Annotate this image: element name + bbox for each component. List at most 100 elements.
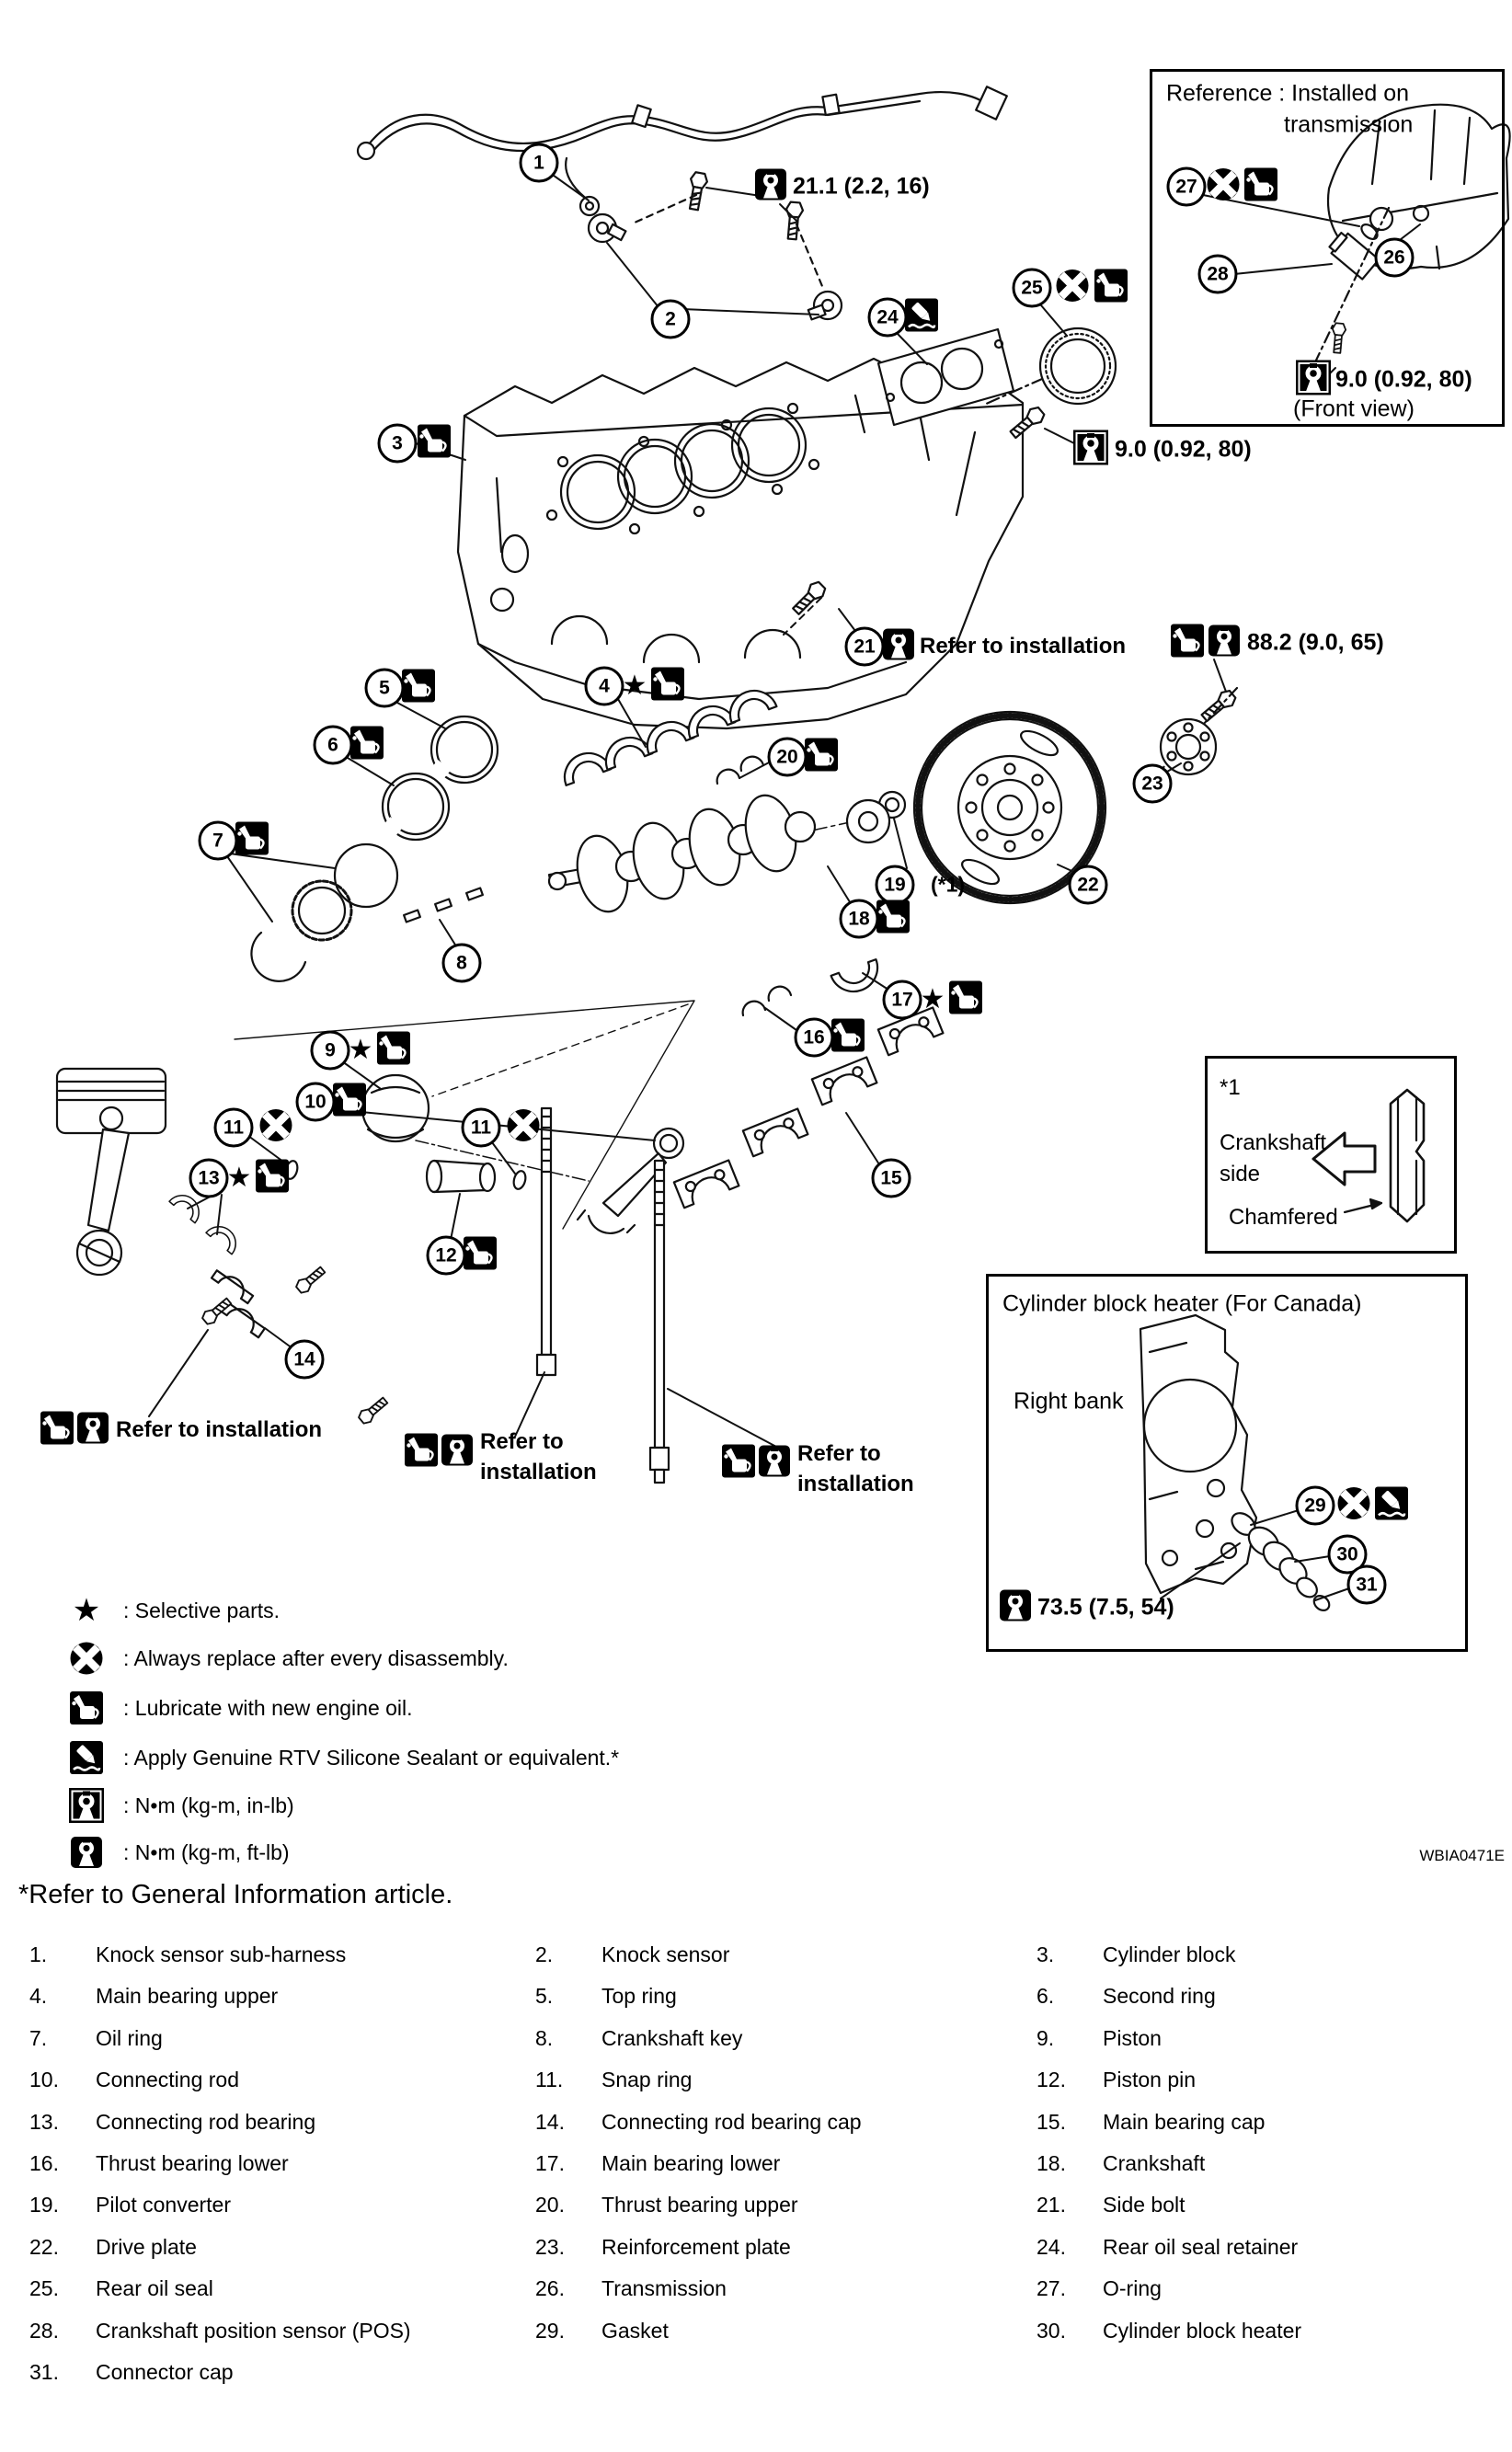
oil-icon [830,1017,866,1057]
wrench-ftlb-icon [755,168,786,205]
part-item: 29.Gasket [535,2319,1037,2360]
part-item: 26.Transmission [535,2276,1037,2318]
part-item: 31.Connector cap [29,2360,535,2401]
oil-icon [803,737,840,776]
part-item: 10.Connecting rod [29,2068,535,2109]
part-number: 25. [29,2276,59,2301]
reference-box-title-line1: Reference : Installed on [1166,80,1410,107]
callout-25: 25 [1012,268,1052,308]
legend-text: : Lubricate with new engine oil. [123,1695,413,1720]
part-number: 21. [1037,2193,1066,2217]
callout-21: 21 [844,626,885,667]
legend-text: : Apply Genuine RTV Silicone Sealant or … [123,1745,620,1770]
part-name: Crankshaft position sensor (POS) [96,2318,411,2343]
part-item: 12. Piston pin [1037,2068,1497,2109]
callout-6: 6 [313,725,353,765]
callout-8: 8 [441,943,482,983]
part-item: 30.Cylinder block heater [1037,2319,1497,2360]
part-number: 18. [1037,2150,1066,2175]
part-name: Piston pin [1103,2068,1197,2092]
part-item: 27.O-ring [1037,2276,1497,2318]
part-number: 1. [29,1942,48,1966]
replace-icon [1336,1486,1371,1526]
callout-26: 26 [1374,237,1415,278]
callout-18: 18 [839,899,879,939]
part-item: 22.Drive plate [29,2235,535,2276]
crankshaft-side-label-line2: side [1220,1162,1261,1186]
refer-label-3-line2: installation [797,1472,914,1496]
callout-4: 4 [584,666,624,706]
refer-label-1: Refer to installation [116,1417,323,1442]
part-name: Drive plate [96,2234,197,2259]
part-number: 14. [535,2109,565,2134]
heater-box-title: Cylinder block heater (For Canada) [1002,1290,1362,1317]
part-item: 19.Pilot converter [29,2193,535,2234]
part-name: Side bolt [1103,2193,1186,2217]
callout-20: 20 [767,737,808,777]
part-item: 3.Cylinder block [1037,1942,1497,1984]
wrench-ftlb-icon [1000,1589,1031,1626]
wrench-inlb-icon [1295,359,1332,400]
replace-icon [1055,269,1090,308]
legend-text: : N•m (kg-m, in-lb) [123,1793,294,1817]
oil-icon [1093,268,1129,307]
part-name: Pilot converter [96,2193,232,2217]
part-item: 1.Knock sensor sub-harness [29,1942,535,1984]
wrench-ftlb-icon [441,1434,473,1471]
part-number: 2. [535,1942,554,1966]
block-heater-box [986,1274,1468,1652]
part-item: 5.Top ring [535,1984,1037,2025]
callout-9: 9 [310,1030,350,1071]
part-item: 18.Crankshaft [1037,2151,1497,2193]
wrench-ftlb-icon [77,1412,109,1449]
part-name: Second ring [1103,1984,1216,2009]
oil-icon [1243,166,1279,206]
callout-13: 13 [189,1158,229,1198]
callout-19: 19 [875,865,915,905]
part-item: 20.Thrust bearing upper [535,2193,1037,2234]
part-name: Top ring [601,1984,677,2009]
legend-selective: ★ : Selective parts. [66,1592,280,1629]
figure-code: WBIA0471E [1419,1847,1505,1864]
heater-torque-label: 73.5 (7.5, 54) [1037,1594,1174,1621]
part-number: 17. [535,2150,565,2175]
oil-icon [39,1410,75,1449]
callout-2: 2 [650,299,691,339]
part-name: Thrust bearing upper [601,2193,798,2217]
oil-icon [403,1432,440,1472]
part-number: 31. [29,2359,59,2384]
part-item: 11.Snap ring [535,2068,1037,2109]
part-number: 9. [1037,2025,1055,2050]
part-item: 21. Side bolt [1037,2193,1497,2234]
callout-27: 27 [1166,166,1207,207]
legend-text: : Selective parts. [123,1598,281,1622]
selective-star-icon: ★ [622,670,647,701]
legend-lubricate: : Lubricate with new engine oil. [66,1691,413,1724]
right-bank-label: Right bank [1014,1388,1124,1415]
oil-icon [375,1030,412,1070]
selective-star-icon: ★ [920,984,945,1014]
part-name: Cylinder block heater [1103,2318,1302,2343]
part-name: Rear oil seal retainer [1103,2234,1299,2259]
refer-label-3-line1: Refer to [797,1441,881,1466]
callout-31: 31 [1346,1564,1387,1605]
chamfer-note: *1 [1220,1075,1241,1100]
callout-22: 22 [1068,865,1108,905]
oil-icon [234,820,270,860]
selective-star-icon: ★ [348,1035,373,1065]
oil-icon [349,725,385,764]
pilot-converter-note: (*1) [931,872,966,897]
part-number: 27. [1037,2276,1066,2301]
part-number: 12. [1037,2068,1066,2092]
callout-15: 15 [871,1158,911,1198]
callout-11-right: 11 [461,1107,501,1148]
part-name: Piston [1103,2025,1162,2050]
replace-icon [506,1108,541,1148]
part-name: Connecting rod [96,2068,239,2092]
callout-17: 17 [882,980,922,1020]
wrench-ftlb-icon [759,1445,790,1482]
part-item: 17.Main bearing lower [535,2151,1037,2193]
refer-label-2-line2: installation [480,1460,597,1484]
